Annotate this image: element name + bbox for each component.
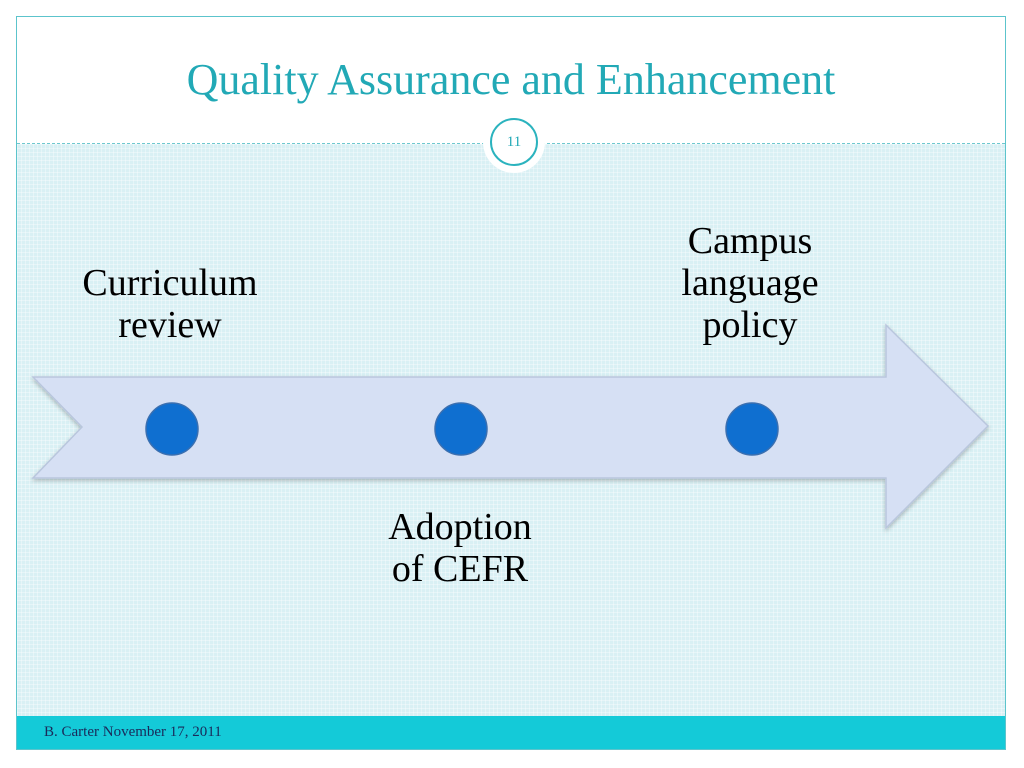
slide-title: Quality Assurance and Enhancement [186, 55, 836, 104]
timeline-arrow [31, 323, 990, 530]
milestone-label-line: language [681, 262, 819, 304]
slide-number: 11 [490, 118, 538, 166]
milestone-dot-2 [434, 402, 488, 456]
milestone-dot-1 [145, 402, 199, 456]
milestone-dot-3 [725, 402, 779, 456]
footer-text: B. Carter November 17, 2011 [44, 724, 222, 740]
milestone-label-line: of CEFR [391, 548, 529, 590]
milestone-label-line: Curriculum [82, 262, 258, 304]
milestone-label-line: Adoption [388, 506, 532, 548]
milestone-label-curriculum-review: Curriculum review [40, 262, 300, 346]
milestone-label-line: review [118, 304, 222, 346]
milestone-label-campus-language-policy: Campus language policy [620, 220, 880, 346]
milestone-label-line: Campus [687, 220, 813, 262]
milestone-label-adoption-of-cefr: Adoption of CEFR [340, 506, 580, 590]
footer-bar [17, 716, 1005, 749]
milestone-label-line: policy [702, 304, 798, 346]
